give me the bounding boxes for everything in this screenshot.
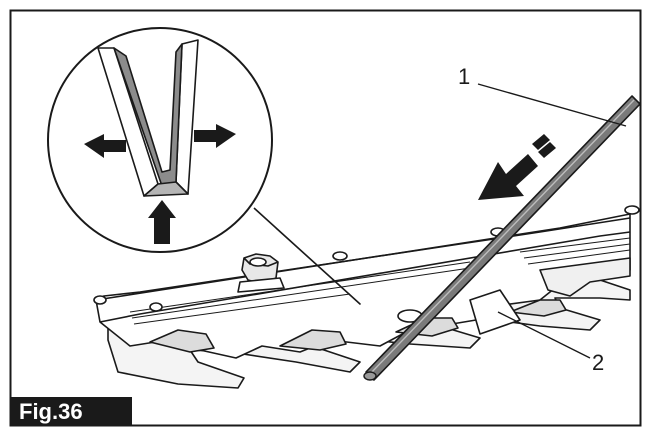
- callout-label-2: 2: [592, 350, 605, 375]
- guard-tooth: [469, 289, 521, 335]
- callout-label-1: 1: [458, 64, 471, 89]
- rivets: [93, 205, 640, 323]
- sharpening-file: [363, 95, 641, 381]
- arrow-icon: [84, 124, 236, 244]
- callout-1-leader: [477, 83, 627, 127]
- far-blade-teeth: [539, 257, 631, 297]
- file-cross-section: [97, 39, 199, 197]
- blade-bar-edge: [99, 231, 631, 323]
- motion-arrow-icon: [478, 134, 556, 200]
- callout-2-leader: [497, 311, 591, 359]
- hex-nut: [237, 253, 285, 293]
- zoom-callout-pointer: [253, 207, 361, 305]
- detail-magnifier: [47, 27, 273, 253]
- blade-bar-ribs: [129, 237, 631, 325]
- figure-label: Fig.36: [11, 397, 132, 426]
